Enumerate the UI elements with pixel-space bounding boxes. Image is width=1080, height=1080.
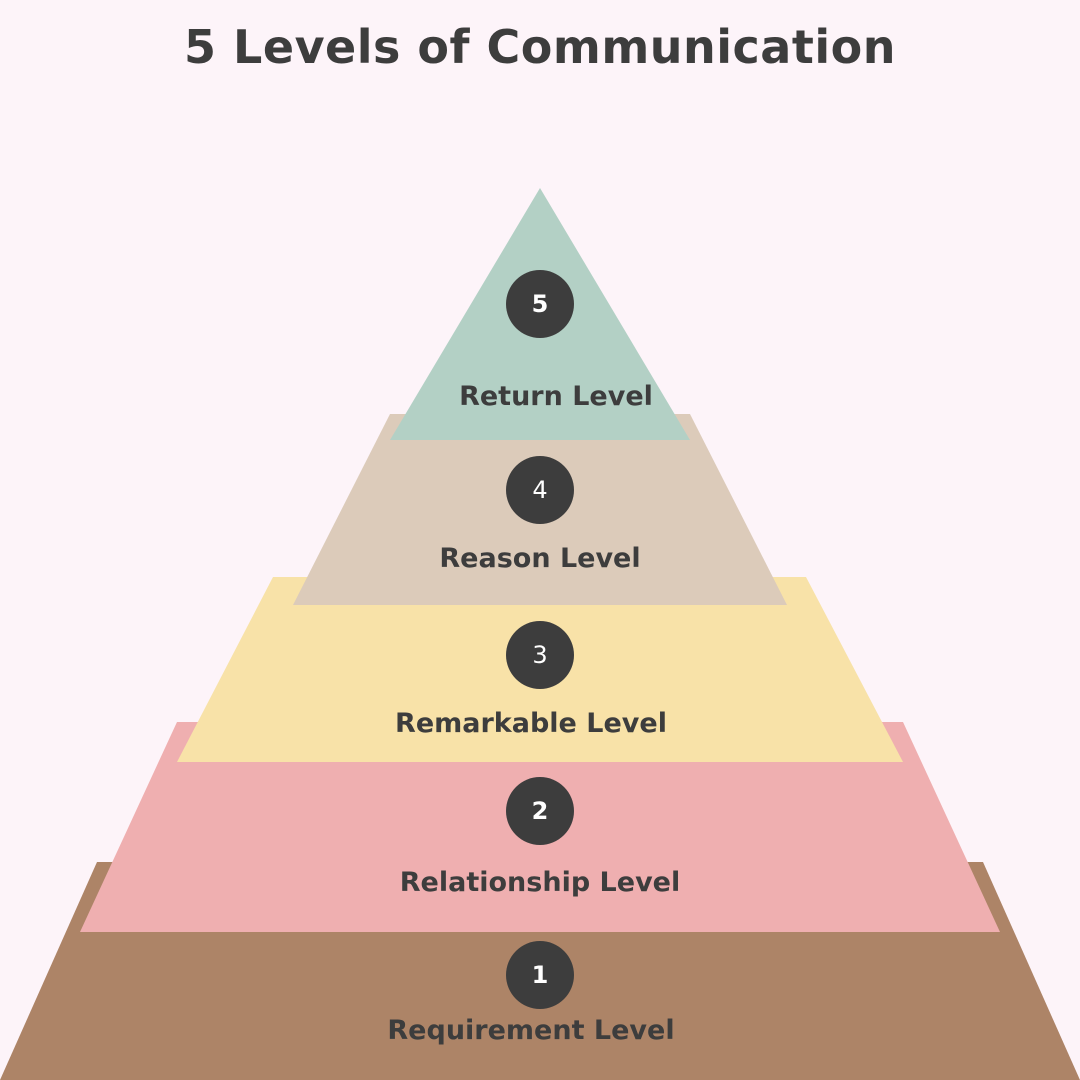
level-2-badge [506, 777, 574, 845]
level-3-group: 3 Remarkable Level [395, 621, 667, 739]
level-1-group: 1 Requirement Level [387, 941, 675, 1046]
level-1-number: 1 [532, 961, 549, 989]
level-3-number: 3 [532, 641, 547, 669]
level-2-group: 2 Relationship Level [400, 777, 680, 898]
level-5-label: Return Level [459, 381, 653, 412]
level-4-badge [506, 456, 574, 524]
level-4-label: Reason Level [439, 543, 640, 574]
level-5-number: 5 [532, 290, 549, 318]
level-5-group: 5 Return Level [459, 270, 653, 412]
level-5-badge [506, 270, 574, 338]
level-4-group: 4 Reason Level [439, 456, 641, 574]
level-1-label: Requirement Level [387, 1015, 674, 1046]
level-3-label: Remarkable Level [395, 708, 667, 739]
level-4-number: 4 [532, 476, 547, 504]
level-3-badge [506, 621, 574, 689]
level-2-number: 2 [532, 797, 549, 825]
level-2-label: Relationship Level [400, 867, 680, 898]
page-title: 5 Levels of Communication [184, 20, 896, 74]
level-1-badge [506, 941, 574, 1009]
